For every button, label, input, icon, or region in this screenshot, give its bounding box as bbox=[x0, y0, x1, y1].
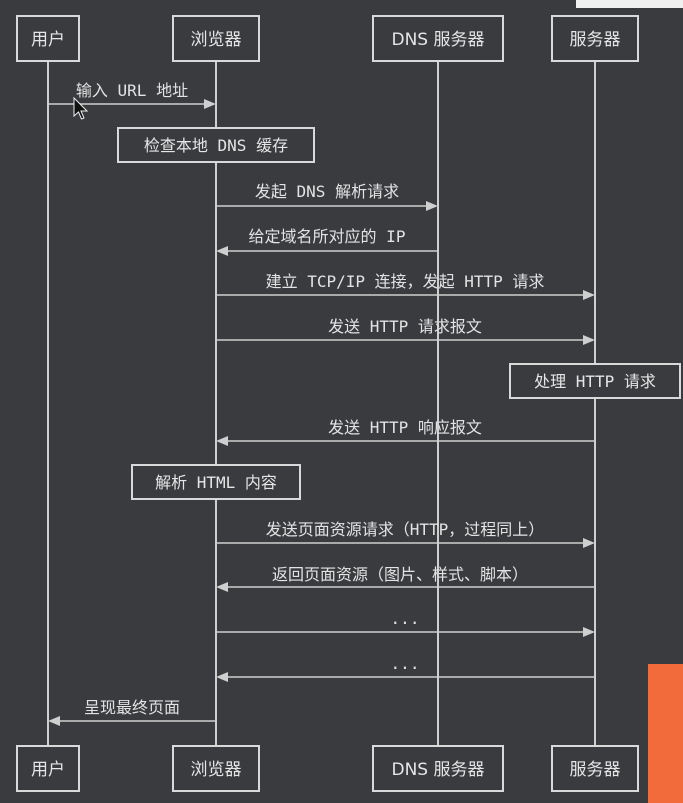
actor-server-bottom-label: 服务器 bbox=[570, 760, 621, 780]
message-http-request: 发送 HTTP 请求报文 bbox=[216, 317, 595, 345]
actor-browser-bottom: 浏览器 bbox=[172, 745, 260, 792]
message-ellipsis-request: ... bbox=[216, 609, 595, 637]
mouse-cursor-icon bbox=[73, 96, 89, 120]
note-check-dns-cache: 检查本地 DNS 缓存 bbox=[117, 127, 315, 163]
message-resource-request-label: 发送页面资源请求（HTTP，过程同上） bbox=[266, 520, 545, 539]
actor-user-bottom-label: 用户 bbox=[31, 760, 65, 780]
message-http-response: 发送 HTTP 响应报文 bbox=[216, 418, 595, 446]
actor-server-top-label: 服务器 bbox=[570, 30, 621, 50]
note-parse-html: 解析 HTML 内容 bbox=[131, 464, 301, 500]
side-edge-artifact bbox=[648, 664, 683, 803]
note-process-request: 处理 HTTP 请求 bbox=[509, 363, 681, 399]
actor-user-top: 用户 bbox=[16, 15, 80, 62]
message-render-page: 呈现最终页面 bbox=[48, 698, 216, 726]
message-dns-response: 给定域名所对应的 IP bbox=[216, 227, 438, 256]
message-ellipsis-response-label: ... bbox=[391, 654, 420, 673]
message-tcp-http-label: 建立 TCP/IP 连接，发起 HTTP 请求 bbox=[266, 272, 545, 291]
top-edge-artifact bbox=[576, 0, 683, 8]
actor-browser-top-label: 浏览器 bbox=[191, 30, 242, 50]
actor-user-top-label: 用户 bbox=[31, 30, 65, 50]
message-tcp-http: 建立 TCP/IP 连接，发起 HTTP 请求 bbox=[216, 272, 595, 300]
message-resource-request: 发送页面资源请求（HTTP，过程同上） bbox=[216, 520, 595, 548]
message-dns-request: 发起 DNS 解析请求 bbox=[216, 182, 438, 211]
actor-user-bottom: 用户 bbox=[16, 745, 80, 792]
actor-dns-top: DNS 服务器 bbox=[372, 15, 504, 62]
actor-browser-bottom-label: 浏览器 bbox=[191, 760, 242, 780]
note-process-request-label: 处理 HTTP 请求 bbox=[534, 372, 656, 391]
message-enter-url-label: 输入 URL 地址 bbox=[76, 81, 188, 100]
message-http-response-label: 发送 HTTP 响应报文 bbox=[328, 418, 482, 437]
actor-dns-top-label: DNS 服务器 bbox=[391, 30, 484, 50]
message-ellipsis-request-label: ... bbox=[391, 609, 420, 628]
message-enter-url: 输入 URL 地址 bbox=[48, 81, 216, 109]
actor-server-bottom: 服务器 bbox=[551, 745, 639, 792]
message-render-page-label: 呈现最终页面 bbox=[84, 698, 180, 717]
message-dns-request-label: 发起 DNS 解析请求 bbox=[255, 182, 399, 201]
message-resource-response-label: 返回页面资源（图片、样式、脚本） bbox=[272, 565, 528, 584]
note-check-dns-cache-label: 检查本地 DNS 缓存 bbox=[144, 136, 288, 155]
actor-server-top: 服务器 bbox=[551, 15, 639, 62]
message-dns-response-label: 给定域名所对应的 IP bbox=[249, 227, 406, 246]
actor-dns-bottom: DNS 服务器 bbox=[372, 745, 504, 792]
actor-dns-bottom-label: DNS 服务器 bbox=[391, 760, 484, 780]
message-http-request-label: 发送 HTTP 请求报文 bbox=[328, 317, 482, 336]
actor-browser-top: 浏览器 bbox=[172, 15, 260, 62]
note-parse-html-label: 解析 HTML 内容 bbox=[155, 473, 277, 492]
message-ellipsis-response: ... bbox=[216, 654, 595, 682]
message-resource-response: 返回页面资源（图片、样式、脚本） bbox=[216, 565, 595, 592]
